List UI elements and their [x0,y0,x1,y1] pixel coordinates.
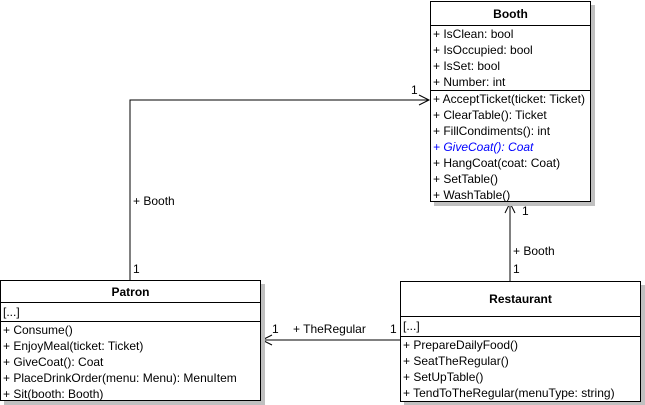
role-label-booth-patron-assoc: + Booth [133,194,175,208]
role-label-the-regular: + TheRegular [293,322,366,336]
class-booth-attributes: + IsClean: bool + IsOccupied: bool + IsS… [431,26,590,91]
class-restaurant-attributes: [...] [401,317,640,337]
multiplicity-restaurant-end-regular-assoc: 1 [390,322,397,336]
collapsed-attributes-ellipsis[interactable]: [...] [3,305,20,319]
method-clear-table[interactable]: + ClearTable(): Ticket [433,108,547,122]
method-accept-ticket[interactable]: + AcceptTicket(ticket: Ticket) [433,92,585,106]
attribute-number[interactable]: + Number: int [433,75,506,89]
multiplicity-booth-end-restaurant-assoc: 1 [522,204,529,218]
method-give-coat[interactable]: + GiveCoat(): Coat [3,355,104,369]
arrowhead-to-patron-from-restaurant [260,334,273,346]
method-give-coat-abstract[interactable]: + GiveCoat(): Coat [433,140,534,154]
class-booth-name: Booth [431,2,590,26]
class-restaurant[interactable]: Restaurant [...] + PrepareDailyFood() + … [400,281,641,402]
class-booth[interactable]: Booth + IsClean: bool + IsOccupied: bool… [430,1,591,202]
method-fill-condiments[interactable]: + FillCondiments(): int [433,124,551,138]
arrowhead-to-booth-from-patron [418,94,431,106]
method-sit[interactable]: + Sit(booth: Booth) [3,387,104,401]
method-consume[interactable]: + Consume() [3,323,73,337]
multiplicity-booth-end-patron-assoc: 1 [411,83,418,97]
method-hang-coat[interactable]: + HangCoat(coat: Coat) [433,156,561,170]
multiplicity-patron-end-regular-assoc: 1 [272,322,279,336]
collapsed-attributes-ellipsis[interactable]: [...] [403,319,420,333]
multiplicity-restaurant-end-booth-assoc: 1 [513,262,520,276]
role-label-booth-restaurant-assoc: + Booth [513,244,555,258]
class-patron[interactable]: Patron [...] + Consume() + EnjoyMeal(tic… [0,280,261,401]
class-patron-methods: + Consume() + EnjoyMeal(ticket: Ticket) … [1,322,260,402]
attribute-is-clean[interactable]: + IsClean: bool [433,27,514,41]
multiplicity-patron-end-booth-assoc: 1 [133,262,140,276]
method-tend-to-the-regular[interactable]: + TendToTheRegular(menuType: string) [403,386,615,400]
method-set-up-table[interactable]: + SetUpTable() [403,370,484,384]
method-wash-table[interactable]: + WashTable() [433,188,511,202]
attribute-is-set[interactable]: + IsSet: bool [433,59,501,73]
class-restaurant-name: Restaurant [401,282,640,317]
arrowhead-to-booth-from-restaurant [504,201,516,214]
method-place-drink-order[interactable]: + PlaceDrinkOrder(menu: Menu): MenuItem [3,371,237,385]
attribute-is-occupied[interactable]: + IsOccupied: bool [433,43,533,57]
method-seat-the-regular[interactable]: + SeatTheRegular() [403,354,509,368]
class-patron-attributes: [...] [1,303,260,322]
method-enjoy-meal[interactable]: + EnjoyMeal(ticket: Ticket) [3,339,144,353]
method-prepare-daily-food[interactable]: + PrepareDailyFood() [403,338,519,352]
class-booth-methods: + AcceptTicket(ticket: Ticket) + ClearTa… [431,91,590,203]
class-restaurant-methods: + PrepareDailyFood() + SeatTheRegular() … [401,337,640,401]
class-patron-name: Patron [1,281,260,303]
method-set-table[interactable]: + SetTable() [433,172,499,186]
association-patron-booth-line[interactable] [129,99,429,280]
